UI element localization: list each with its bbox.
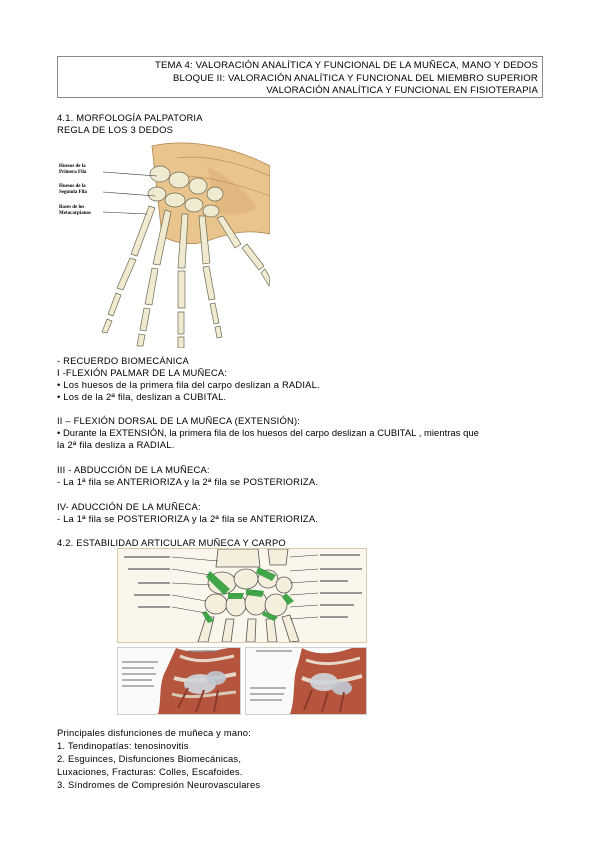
extension-line-2: la 2ª fila desliza a RADIAL. xyxy=(57,439,175,450)
header-line-2: BLOQUE II: VALORACIÓN ANALÍTICA Y FUNCIO… xyxy=(172,72,538,84)
adduction-line-1: - La 1ª fila se POSTERIORIZA y la 2ª fil… xyxy=(57,513,319,524)
section-title-stability: 4.2. ESTABILIDAD ARTICULAR MUÑECA Y CARP… xyxy=(57,537,286,548)
section-subtitle-three-fingers: REGLA DE LOS 3 DEDOS xyxy=(57,124,174,135)
adduction-title: IV- ADUCCIÓN DE LA MUÑECA: xyxy=(57,501,201,512)
label-metacarpal-bases: Bases de los Metacarpianos xyxy=(59,205,91,216)
palmar-ligaments-figure xyxy=(117,647,241,715)
header-box: TEMA 4: VALORACIÓN ANALÍTICA Y FUNCIONAL… xyxy=(57,56,543,98)
flexion-line-2: • Los de la 2ª fila, deslizan a CUBITAL. xyxy=(57,391,227,402)
label-second-row: Huesos de la Segunda Fila xyxy=(59,184,87,195)
extension-line-1: • Durante la EXTENSIÓN, la primera fila … xyxy=(57,427,479,438)
biomech-heading: - RECUERDO BIOMECÁNICA xyxy=(57,355,190,366)
section-title-morphology: 4.1. MORFOLOGÍA PALPATORIA xyxy=(57,112,203,123)
flexion-title: I -FLEXIÓN PALMAR DE LA MUÑECA: xyxy=(57,367,228,378)
disorder-item-3: 3. Síndromes de Compresión Neurovascular… xyxy=(57,779,261,790)
flexion-line-1: • Los huesos de la primera fila del carp… xyxy=(57,379,320,390)
dorsal-ligaments-figure xyxy=(245,647,367,715)
disorder-item-2-continued: Luxaciones, Fracturas: Colles, Escafoide… xyxy=(57,766,243,777)
disorder-item-1: 1. Tendinopatías: tenosinovitis xyxy=(57,740,189,751)
header-line-1: TEMA 4: VALORACIÓN ANALÍTICA Y FUNCIONAL… xyxy=(154,60,538,71)
carpal-ligaments-diagram xyxy=(117,548,367,643)
abduction-line-1: - La 1ª fila se ANTERIORIZA y la 2ª fila… xyxy=(57,476,319,487)
extension-title: II – FLEXIÓN DORSAL DE LA MUÑECA (EXTENS… xyxy=(57,415,301,426)
abduction-title: III - ABDUCCIÓN DE LA MUÑECA: xyxy=(57,464,210,475)
header-line-3: VALORACIÓN ANALÍTICA Y FUNCIONAL EN FISI… xyxy=(266,85,538,97)
hand-bones-figure: Huesos de la Primera Fila Huesos de la S… xyxy=(57,136,270,348)
disorders-title: Principales disfunciones de muñeca y man… xyxy=(57,727,251,738)
disorder-item-2: 2. Esguinces, Disfunciones Biomecánicas, xyxy=(57,753,242,764)
label-first-row: Huesos de la Primera Fila xyxy=(59,164,87,175)
